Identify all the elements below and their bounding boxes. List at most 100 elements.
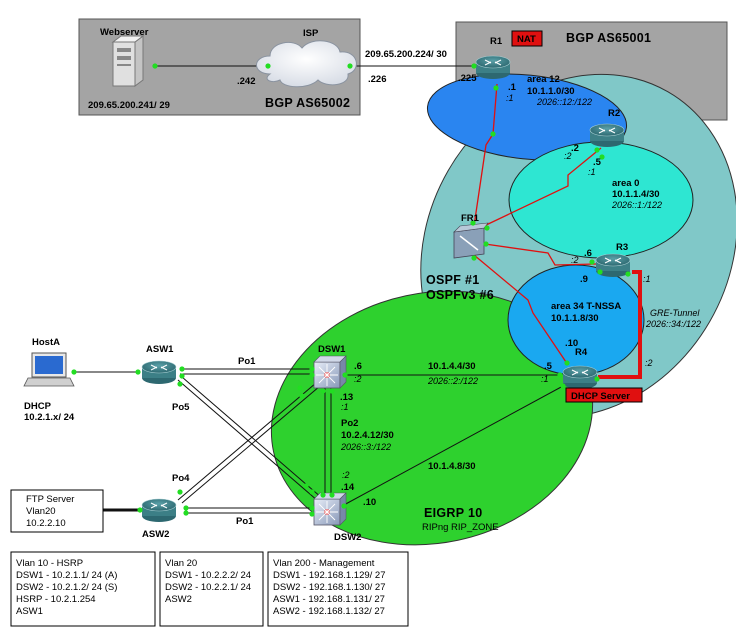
area34-net: 10.1.1.8/30 (551, 313, 599, 324)
gre-end2: :2 (645, 358, 653, 368)
po2-label: Po2 (341, 418, 358, 429)
switch-dsw2-icon[interactable] (313, 492, 347, 526)
dsw2-r4-net: 10.1.4.8/30 (428, 461, 476, 472)
r4-dot10: .10 (565, 338, 578, 349)
router-r4-icon[interactable] (562, 365, 598, 389)
router-r2-icon[interactable] (589, 123, 625, 147)
asw1-label: ASW1 (146, 344, 174, 355)
vlan200-line0: Vlan 200 - Management (273, 558, 375, 569)
vlan20-line1: DSW1 - 10.2.2.2/ 24 (165, 570, 251, 581)
vlan200-line4: ASW2 - 192.168.1.132/ 27 (273, 606, 385, 617)
dhcp-server-badge (565, 387, 643, 403)
bgp-as65002-label: BGP AS65002 (265, 96, 350, 110)
ospf-label-2: OSPFv3 #6 (426, 288, 494, 302)
r3-c2: :2 (571, 255, 579, 265)
r2-label: R2 (608, 108, 620, 119)
ftp-server-box (10, 489, 104, 533)
r1-c1: :1 (506, 93, 514, 103)
eigrp-label-2: RIPng RIP_ZONE (422, 522, 499, 533)
po2-net: 10.2.4.12/30 (341, 430, 394, 441)
dsw2-c2: :2 (342, 470, 350, 480)
dsw1-r4-net: 10.1.4.4/30 (428, 361, 476, 372)
vlan200-table (267, 551, 409, 627)
gre-end1: :1 (643, 274, 651, 284)
vlan20-line2: DSW2 - 10.2.2.1/ 24 (165, 582, 251, 593)
vlan10-line1: DSW1 - 10.2.1.1/ 24 (A) (16, 570, 117, 581)
router-r3-icon[interactable] (595, 253, 631, 277)
r4-dot5: .5 (544, 361, 553, 372)
eigrp-label-1: EIGRP 10 (424, 506, 482, 520)
dsw1-dot13: .13 (340, 392, 353, 403)
vlan10-line4: ASW1 (16, 606, 43, 617)
vlan20-line0: Vlan 20 (165, 558, 197, 569)
hosta-dhcp: DHCP (24, 401, 52, 412)
links (74, 65, 642, 514)
link-r2-fr1 (483, 147, 602, 227)
hosta-ip: 10.2.1.x/ 24 (24, 412, 75, 423)
nat-badge (511, 30, 543, 47)
webserver-ip: 209.65.200.241/ 29 (88, 100, 170, 111)
isp-cloud-icon[interactable] (256, 40, 357, 88)
r1-dot1: .1 (508, 82, 517, 93)
nat-label: NAT (517, 34, 536, 45)
router-asw2-icon[interactable] (141, 498, 177, 522)
router-asw1-icon[interactable] (141, 360, 177, 384)
dsw2-label: DSW2 (334, 532, 361, 543)
vlan20-line3: ASW2 (165, 594, 192, 605)
hosta-label: HostA (32, 337, 60, 348)
po2-v6: 2026::3:/122 (340, 442, 391, 452)
link-r1-fr1 (473, 83, 498, 227)
port-dots (71, 63, 631, 517)
area0-name: area 0 (612, 178, 639, 189)
fr1-label: FR1 (461, 213, 480, 224)
r2-c1: :1 (588, 167, 596, 177)
area0-net: 10.1.1.4/30 (612, 189, 660, 200)
r2-dot5: .5 (593, 157, 602, 168)
router-r1-icon[interactable] (475, 55, 511, 79)
area0-v6: 2026::1:/122 (611, 200, 662, 210)
r1-link-net: 209.65.200.224/ 30 (365, 49, 447, 60)
dsw1-c1: :1 (341, 402, 349, 412)
bgp-as65001-label: BGP AS65001 (566, 31, 651, 45)
r1-ip: .225 (458, 73, 477, 84)
vlan10-line2: DSW2 - 10.2.1.2/ 24 (S) (16, 582, 117, 593)
webserver-icon[interactable] (111, 35, 145, 87)
laptop-hosta-icon[interactable] (23, 352, 75, 387)
asw2-label: ASW2 (142, 529, 169, 540)
ftp-line3: 10.2.2.10 (26, 518, 66, 529)
vlan10-line0: Vlan 10 - HSRP (16, 558, 83, 569)
ospf-label-1: OSPF #1 (426, 273, 480, 287)
area12-net: 10.1.1.0/30 (527, 86, 575, 97)
vlan10-line3: HSRP - 10.2.1.254 (16, 594, 96, 605)
vlan10-table (10, 551, 156, 627)
ftp-line1: FTP Server (26, 494, 74, 505)
r3-dot6: .6 (584, 248, 592, 259)
link-po4-b (181, 385, 321, 504)
link-dsw2-r4 (341, 385, 564, 507)
dsw1-dot6: .6 (354, 361, 362, 372)
switch-dsw1-icon[interactable] (313, 355, 347, 389)
link-fr1-r4 (473, 254, 567, 363)
r4-label: R4 (575, 347, 588, 358)
r2-c2: :2 (564, 151, 572, 161)
r2-dot2: .2 (571, 143, 579, 154)
isp-label: ISP (303, 28, 319, 39)
gre-tunnel-v6: 2026::34:/122 (645, 319, 701, 329)
po1-top-label: Po1 (238, 356, 256, 367)
vlan200-line2: DSW2 - 192.168.1.130/ 27 (273, 582, 386, 593)
dsw1-r4-v6: 2026::2:/122 (427, 376, 478, 386)
dsw1-c2: :2 (354, 374, 362, 384)
gre-tunnel (598, 270, 642, 379)
po1-bottom-label: Po1 (236, 516, 254, 527)
vlan200-line3: ASW1 - 192.168.1.131/ 27 (273, 594, 385, 605)
area12-region (426, 73, 628, 161)
dsw2-dot14: .14 (341, 482, 355, 493)
area12-name: area 12 (527, 74, 560, 85)
ftp-line2: Vlan20 (26, 506, 56, 517)
link-po4-a (177, 382, 317, 501)
r1-label: R1 (490, 36, 503, 47)
webserver-label: Webserver (100, 27, 149, 38)
dsw2-dot10: .10 (363, 497, 376, 508)
frame-relay-switch-fr1-icon[interactable] (453, 222, 489, 259)
